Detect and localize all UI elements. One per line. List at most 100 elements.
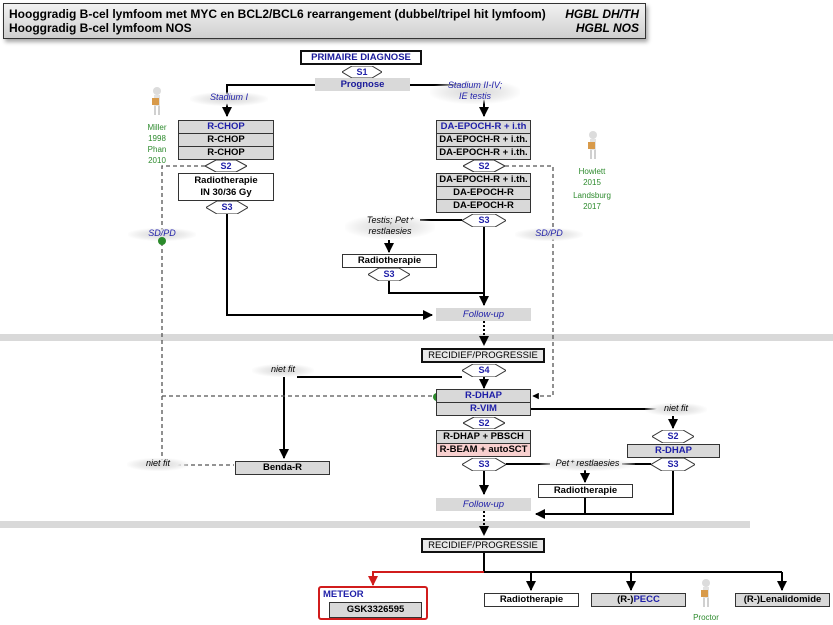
relapse-box-1[interactable]: RECIDIEF/PROGRESSIE <box>421 348 545 363</box>
followup-box-1[interactable]: Follow-up <box>436 308 531 321</box>
label-stadium-ii-iv-line2: IE testis <box>458 91 491 101</box>
left-s3-label: S3 <box>221 202 233 212</box>
right-s2-label: S2 <box>478 161 490 171</box>
label-right-sdpd: SD/PD <box>515 228 583 241</box>
left-s2-label: S2 <box>220 161 232 171</box>
radiotherapy-box-final[interactable]: Radiotherapie <box>484 593 579 607</box>
rchop-box-1[interactable]: R-CHOP <box>178 120 274 134</box>
right-relapse-s2-label: S2 <box>667 431 679 441</box>
pecc-box[interactable]: (R-)PECC <box>591 593 686 607</box>
ref-text: Phan <box>147 145 167 154</box>
sdpd-dot <box>158 237 166 245</box>
rchop-box-2[interactable]: R-CHOP <box>178 133 274 147</box>
title-banner: Hooggradig B-cel lymfoom met MYC en BCL2… <box>3 3 646 39</box>
rchop-box-3[interactable]: R-CHOP <box>178 146 274 160</box>
ref-text: 1998 <box>148 134 166 143</box>
line-left-s3-followup <box>226 214 433 320</box>
label-niet-fit-benda: niet fit <box>127 458 189 471</box>
meteor-label: METEOR <box>323 589 364 600</box>
s1-diamond[interactable]: S1 <box>342 66 382 78</box>
right-s3-diamond[interactable]: S3 <box>462 214 506 227</box>
reference-proctor: Proctor <box>693 613 719 622</box>
epoch-box-4[interactable]: DA-EPOCH-R + i.th. <box>436 173 531 187</box>
ref-text: 2010 <box>148 156 166 165</box>
right-s3-label: S3 <box>478 215 490 225</box>
label-stadium-ii-iv: Stadium II-IV; IE testis <box>430 80 520 104</box>
relapse-s2-label: S2 <box>478 418 490 428</box>
radiotherapy-in-line2: IN 30/36 Gy <box>200 187 252 198</box>
s1-label: S1 <box>356 67 368 77</box>
label-niet-fit-right: niet fit <box>645 403 707 416</box>
pecc-prefix: (R-) <box>617 594 634 605</box>
rvim-box[interactable]: R-VIM <box>436 402 531 416</box>
line-right-s3-followup <box>535 471 674 519</box>
epoch-box-5[interactable]: DA-EPOCH-R <box>436 186 531 200</box>
label-stadium-ii-iv-line1: Stadium II-IV; <box>447 80 503 90</box>
lenalidomide-box[interactable]: (R-)Lenalidomide <box>735 593 830 607</box>
primary-diagnosis-box[interactable]: PRIMAIRE DIAGNOSE <box>300 50 422 65</box>
relapse-s3-label: S3 <box>478 459 490 469</box>
label-testis-pet: Testis; Pet⁺ restlaesies <box>345 215 435 239</box>
dashed-left-sdpd <box>161 165 234 466</box>
diagnosis-abbr-1: HGBL DH/TH <box>565 7 639 21</box>
relapse-box-2[interactable]: RECIDIEF/PROGRESSIE <box>421 538 545 553</box>
relapse-title-1: RECIDIEF/PROGRESSIE <box>428 350 538 361</box>
label-pet-restlaesies: Pet⁺ restlaesies <box>540 458 635 471</box>
right-relapse-s2-diamond[interactable]: S2 <box>652 430 694 443</box>
epoch-box-6[interactable]: DA-EPOCH-R <box>436 199 531 213</box>
reference-right: Howlett 2015 Landsburg 2017 <box>570 166 614 212</box>
label-stadium-i: Stadium I <box>190 92 268 106</box>
ref-text: Landsburg <box>573 191 611 200</box>
relapse-s3-diamond[interactable]: S3 <box>462 458 506 471</box>
epoch-box-2[interactable]: DA-EPOCH-R + i.th. <box>436 133 531 147</box>
ref-text: 2015 <box>583 178 601 187</box>
label-niet-fit-left: niet fit <box>252 364 314 377</box>
radiotherapy-box-right[interactable]: Radiotherapie <box>342 254 437 268</box>
gsk-box[interactable]: GSK3326595 <box>329 602 422 618</box>
s4-label: S4 <box>478 365 490 375</box>
label-testis-line1: Testis; Pet⁺ <box>366 215 414 225</box>
followup-box-2[interactable]: Follow-up <box>436 498 531 511</box>
rbeam-autosct-box[interactable]: R-BEAM + autoSCT <box>436 443 531 457</box>
ref-text: Miller <box>147 123 167 132</box>
meteor-trial-box[interactable]: METEOR GSK3326595 <box>318 586 428 620</box>
benda-r-box[interactable]: Benda-R <box>235 461 330 475</box>
person-reading-icon <box>697 578 715 608</box>
rdhap-pbsch-box[interactable]: R-DHAP + PBSCH <box>436 430 531 444</box>
radio-s3-diamond[interactable]: S3 <box>368 268 410 281</box>
label-testis-line2: restlaesies <box>368 226 412 236</box>
pecc-label: PECC <box>633 594 660 605</box>
ref-text: 2017 <box>583 202 601 211</box>
prognose-bar[interactable]: Prognose <box>315 78 410 91</box>
ref-text: Howlett <box>578 167 606 176</box>
diagnosis-abbr-2: HGBL NOS <box>575 21 639 35</box>
s4-diamond[interactable]: S4 <box>462 364 506 377</box>
section-separator <box>0 521 750 528</box>
radiotherapy-in-line1: Radiotherapie <box>194 175 258 186</box>
relapse-title-2: RECIDIEF/PROGRESSIE <box>428 540 538 551</box>
epoch-box-1[interactable]: DA-EPOCH-R + i.th <box>436 120 531 134</box>
right-s2-diamond[interactable]: S2 <box>463 160 505 172</box>
relapse-s2-diamond[interactable]: S2 <box>463 417 505 429</box>
right-rdhap-box[interactable]: R-DHAP <box>627 444 720 458</box>
section-separator <box>0 334 833 341</box>
dashed-right-sdpd <box>505 165 554 400</box>
diagnosis-title-2: Hooggradig B-cel lymfoom NOS <box>9 21 192 35</box>
rdhap-box[interactable]: R-DHAP <box>436 389 531 403</box>
person-reading-icon <box>584 130 602 160</box>
reference-left: Miller 1998 Phan 2010 <box>140 122 174 166</box>
line-to-meteor <box>368 571 484 586</box>
radiotherapy-box-relapse[interactable]: Radiotherapie <box>538 484 633 498</box>
right-relapse-s3-label: S3 <box>667 459 679 469</box>
diagnosis-title-1: Hooggradig B-cel lymfoom met MYC en BCL2… <box>9 7 546 21</box>
right-relapse-s3-diamond[interactable]: S3 <box>651 458 695 471</box>
label-left-sdpd: SD/PD <box>128 228 196 241</box>
left-s2-diamond[interactable]: S2 <box>205 160 247 172</box>
person-reading-icon <box>148 86 166 116</box>
left-s3-diamond[interactable]: S3 <box>206 201 248 214</box>
epoch-box-3[interactable]: DA-EPOCH-R + i.th. <box>436 146 531 160</box>
radiotherapy-in-box[interactable]: Radiotherapie IN 30/36 Gy <box>178 173 274 201</box>
radio-s3-label: S3 <box>383 269 395 279</box>
line-radio-s3-followup <box>388 280 484 294</box>
